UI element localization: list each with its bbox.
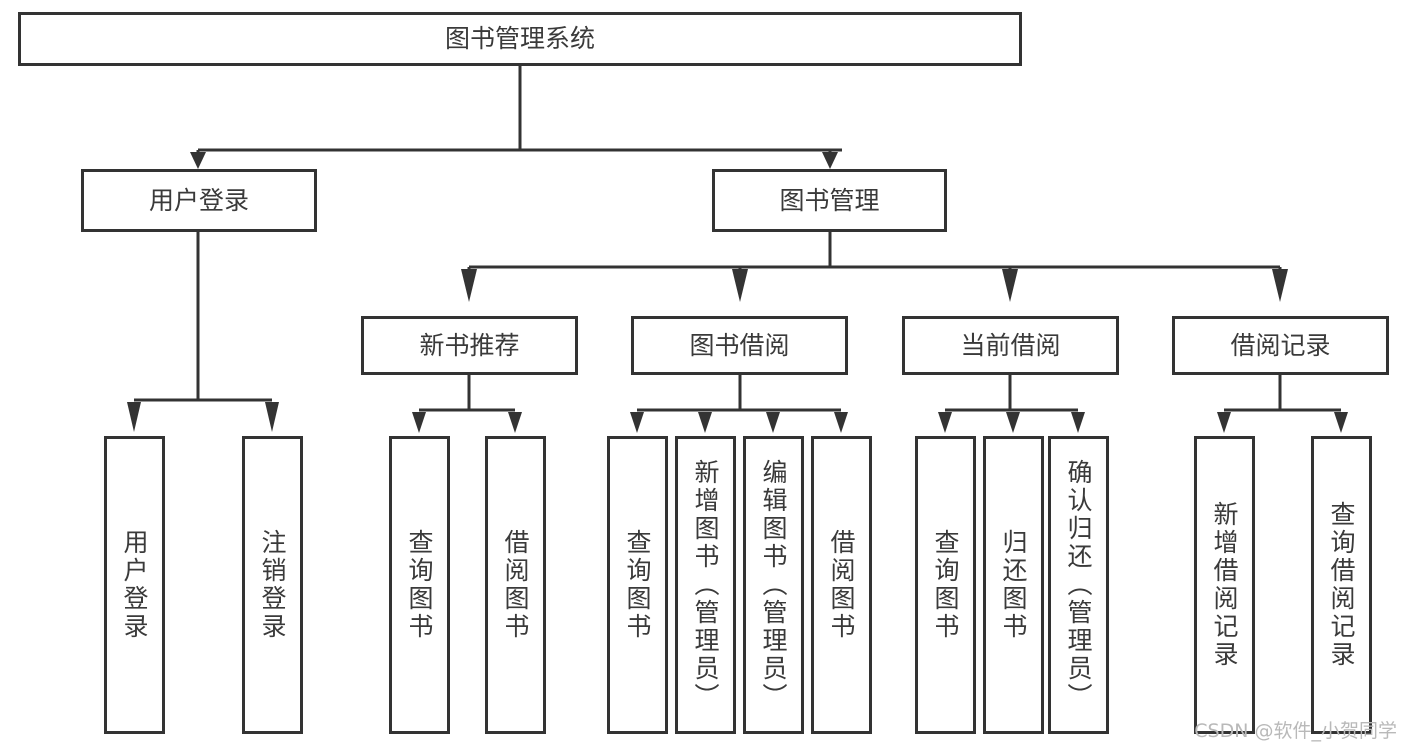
node-box-user-login[interactable] [81, 169, 317, 232]
node-box-leaf-add-book[interactable] [675, 436, 736, 734]
arrow-br-to-leaf-query-record [1334, 412, 1348, 433]
arrow-bm-to-book-borrow [732, 269, 748, 302]
edge-group-root [190, 66, 842, 169]
arrow-nbr-to-leaf-borrow-book-1 [508, 412, 522, 433]
arrow-cb-to-leaf-confirm-return [1071, 412, 1085, 433]
node-box-new-book-recommend[interactable] [361, 316, 578, 375]
arrow-bb-to-leaf-borrow-book-2 [834, 412, 848, 433]
arrow-bb-to-leaf-add-book [698, 412, 712, 433]
node-box-leaf-borrow-book-1[interactable] [485, 436, 546, 734]
arrow-bb-to-leaf-query-book-2 [630, 412, 644, 433]
edge-group-book-management [461, 232, 1288, 302]
edge-group-new-book-recommend [412, 375, 522, 433]
arrow-cb-to-leaf-query-book-3 [938, 412, 952, 433]
arrow-ul-to-leaf-logout [265, 402, 279, 432]
node-box-borrow-records[interactable] [1172, 316, 1389, 375]
node-box-leaf-query-book-3[interactable] [915, 436, 976, 734]
arrow-br-to-leaf-add-record [1217, 412, 1231, 433]
arrow-root-to-user-login [190, 152, 206, 169]
arrow-ul-to-leaf-user-login [127, 402, 141, 432]
node-box-leaf-confirm-return[interactable] [1048, 436, 1109, 734]
arrow-bm-to-new-book-recommend [461, 269, 477, 302]
node-box-leaf-return-book[interactable] [983, 436, 1044, 734]
node-box-root[interactable] [18, 12, 1022, 66]
node-box-book-management[interactable] [712, 169, 947, 232]
node-box-leaf-edit-book[interactable] [743, 436, 804, 734]
node-box-leaf-query-record[interactable] [1311, 436, 1372, 734]
arrow-bb-to-leaf-edit-book [766, 412, 780, 433]
arrow-root-to-book-management [822, 152, 838, 169]
node-box-current-borrow[interactable] [902, 316, 1119, 375]
node-box-leaf-borrow-book-2[interactable] [811, 436, 872, 734]
edge-group-current-borrow [938, 375, 1085, 433]
arrow-bm-to-borrow-records [1272, 269, 1288, 302]
arrow-nbr-to-leaf-query-book-1 [412, 412, 426, 433]
edge-group-borrow-records [1217, 375, 1348, 433]
edge-group-book-borrow [630, 375, 848, 433]
node-box-leaf-query-book-1[interactable] [389, 436, 450, 734]
edge-group-user-login [127, 232, 279, 432]
arrow-cb-to-leaf-return-book [1006, 412, 1020, 433]
arrow-bm-to-current-borrow [1002, 269, 1018, 302]
node-box-leaf-logout[interactable] [242, 436, 303, 734]
node-box-leaf-user-login[interactable] [104, 436, 165, 734]
node-box-book-borrow[interactable] [631, 316, 848, 375]
watermark-text: CSDN @软件_小贺同学 [1194, 720, 1397, 742]
node-box-leaf-query-book-2[interactable] [607, 436, 668, 734]
node-box-leaf-add-record[interactable] [1194, 436, 1255, 734]
